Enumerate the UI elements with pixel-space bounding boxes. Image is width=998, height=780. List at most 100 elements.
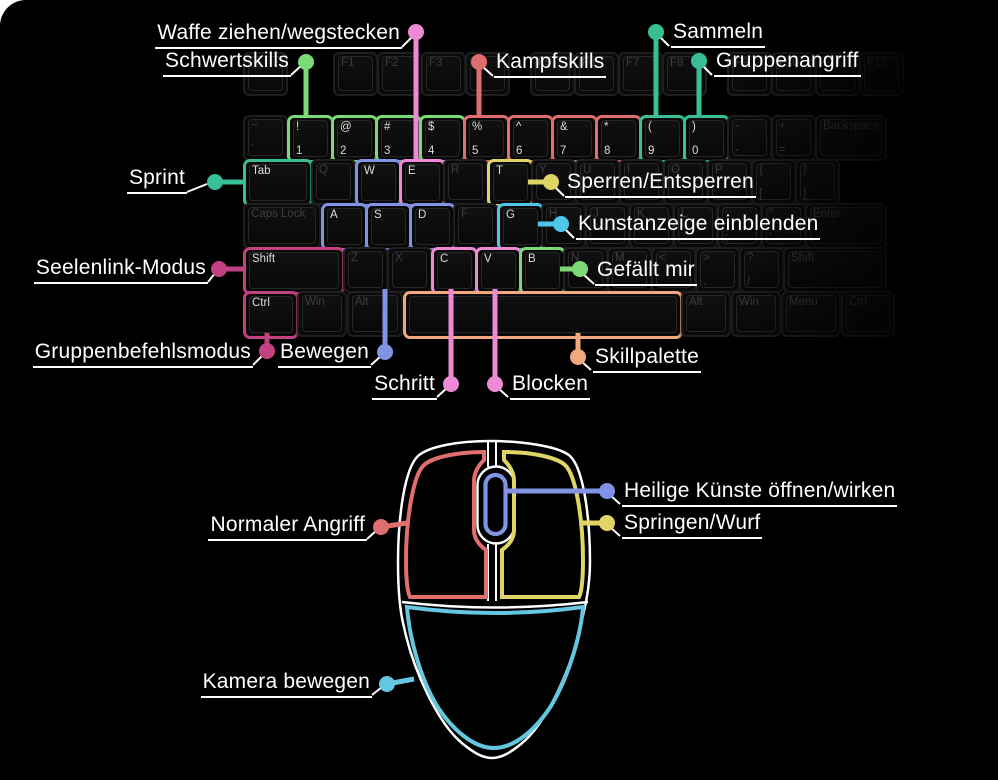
key-0-label: ) (692, 121, 696, 133)
key-v: V (475, 247, 522, 295)
key-1-label: ! (296, 121, 300, 133)
key-5-shift-label: 5 (472, 145, 479, 157)
key-5-label: % (472, 121, 483, 133)
key-8-label: * (604, 121, 609, 133)
connector-dot-springen (599, 515, 615, 531)
key-shift-left-label: Shift (252, 253, 276, 265)
key-9-shift-label: 9 (648, 145, 655, 157)
key-g-label: G (506, 209, 515, 221)
key-v-label: V (484, 253, 492, 265)
key-9-label: ( (648, 121, 652, 133)
key-2: @2 (331, 115, 378, 163)
key-z-label: Z (351, 252, 359, 264)
label-tail-gefaellt (582, 273, 595, 285)
key-7: &7 (551, 115, 598, 163)
connector-dot-sprint (207, 174, 223, 190)
key-comma-shift-label: , (659, 276, 663, 288)
mouse-button-divider (487, 442, 497, 601)
key-x: X (387, 247, 432, 293)
connector-dot-gefaellt (572, 261, 588, 277)
key-j: J (585, 203, 630, 249)
key-4: $4 (419, 115, 466, 163)
key-f5-label: F5 (538, 57, 552, 69)
connector-dot-seelenlink (211, 261, 227, 277)
key-y-label: Y (539, 164, 547, 176)
key-b-label: B (528, 253, 536, 265)
key-alt-right-label: Alt (689, 296, 703, 308)
key-l-label: L (681, 208, 688, 220)
key-d-label: D (418, 209, 427, 221)
connector-dot-kamera (379, 676, 395, 692)
key-period-shift-label: . (703, 276, 707, 288)
key-0-shift-label: 0 (692, 145, 699, 157)
key-s: S (365, 203, 412, 251)
key-s-label: S (374, 209, 382, 221)
key-win-left: Win (297, 291, 347, 337)
key-h-label: H (549, 208, 558, 220)
key-alt-left-label: Alt (355, 296, 369, 308)
key-f7-label: F7 (626, 57, 640, 69)
connector-dot-bewegen (377, 344, 393, 360)
key-m-label: M (615, 252, 625, 264)
key-b: B (519, 247, 566, 295)
key-grave: ~` (243, 115, 288, 161)
key-l: L (673, 203, 718, 249)
key-k-label: K (637, 208, 645, 220)
key-1-shift-label: 1 (296, 145, 303, 157)
key-4-shift-label: 4 (428, 145, 435, 157)
key-c-label: C (440, 253, 449, 265)
key-a: A (321, 203, 368, 251)
key-2-label: @ (340, 121, 352, 133)
key-g: G (497, 203, 544, 251)
mouse-palm-separator (401, 600, 589, 609)
key-ctrl-left: Ctrl (243, 291, 299, 339)
key-f6: F6 (574, 52, 619, 96)
key-4-label: $ (428, 121, 435, 133)
mouse-wheel (483, 472, 508, 537)
key-k: K (629, 203, 674, 249)
connector-dot-blocken (487, 376, 503, 392)
key-u-label: U (583, 164, 592, 176)
key-period-label: > (703, 252, 710, 264)
key-2-shift-label: 2 (340, 145, 347, 157)
key-3-label: # (384, 121, 391, 133)
key-0: )0 (683, 115, 730, 163)
key-alt-right: Alt (681, 291, 731, 337)
key-j-label: J (593, 208, 599, 220)
key-f: F (453, 203, 498, 249)
key-f1: F1 (333, 52, 378, 96)
connector-dot-waffe (408, 24, 424, 40)
connector-dot-kampfskills (471, 54, 487, 70)
key-3-shift-label: 3 (384, 145, 391, 157)
key-i-label: I (627, 164, 631, 176)
connector-dot-skillpalette (570, 349, 586, 365)
key-ctrl-left-label: Ctrl (252, 297, 270, 309)
key-f4: F4 (465, 52, 510, 96)
key-6: ^6 (507, 115, 554, 163)
connector-dot-gruppenangriff (691, 53, 707, 69)
key-r-label: R (451, 164, 460, 176)
key-a-label: A (330, 209, 338, 221)
key-e-label: E (408, 165, 416, 177)
key-f-label: F (461, 208, 469, 220)
key-6-shift-label: 6 (516, 145, 523, 157)
key-f8-label: F8 (670, 57, 684, 69)
key-x-label: X (395, 252, 403, 264)
key-grave-shift-label: ` (251, 144, 255, 156)
connector-dot-sperren (543, 174, 559, 190)
key-6-label: ^ (516, 121, 522, 133)
key-o: O (663, 159, 708, 205)
connector-dot-sammeln (648, 24, 664, 40)
key-capslock-label: Caps Lock (251, 208, 306, 220)
key-comma-label: < (659, 252, 666, 264)
key-t-label: T (496, 165, 504, 177)
key-f1-label: F1 (341, 57, 355, 69)
key-8: *8 (595, 115, 642, 163)
key-f3-label: F3 (429, 57, 443, 69)
label-tail-gruppenbefehl (252, 354, 264, 366)
key-c: C (431, 247, 478, 295)
key-q: Q (311, 159, 356, 205)
key-q-label: Q (319, 164, 328, 176)
key-f6-label: F6 (582, 57, 596, 69)
